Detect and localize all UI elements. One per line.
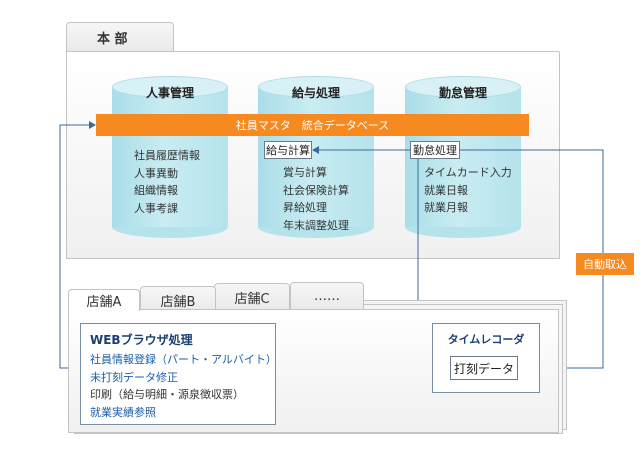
attendance-item-list: タイムカード入力 就業日報 就業月報 — [424, 164, 512, 217]
integrated-db-banner: 社員マスタ 統合データベース — [96, 114, 529, 136]
hq-tab[interactable]: 本 部 — [66, 22, 174, 52]
store-tab-dots-label: …… — [314, 289, 340, 304]
database-title-payroll: 給与処理 — [291, 86, 340, 100]
store-tab-c[interactable]: 店舗C — [214, 283, 290, 311]
web-browser-item-list: 社員情報登録（パート・アルバイト） 未打刻データ修正 印刷（給与明細・源泉徴収票… — [90, 351, 277, 421]
database-title-hr: 人事管理 — [145, 86, 194, 100]
hr-item-list: 社員履歴情報 人事異動 組織情報 人事考課 — [134, 147, 200, 217]
store-tab-a-label: 店舗A — [86, 295, 122, 310]
arrow-to-payroll — [312, 146, 319, 154]
arrow-to-banner — [89, 121, 96, 129]
list-item: タイムカード入力 — [424, 166, 512, 179]
auto-import-badge: 自動取込 — [576, 253, 634, 275]
payroll-calc-label: 給与計算 — [266, 144, 310, 157]
database-cylinder-hr — [112, 76, 228, 238]
list-item: 社会保険計算 — [283, 183, 349, 197]
web-item-missing-punch-fix[interactable]: 未打刻データ修正 — [90, 370, 178, 384]
web-browser-title: WEBブラウザ処理 — [90, 333, 193, 347]
store-tab-c-label: 店舗C — [234, 292, 270, 307]
web-item-print: 印刷（給与明細・源泉徴収票） — [90, 388, 244, 401]
punch-data-label: 打刻データ — [453, 361, 514, 376]
list-item: 人事異動 — [134, 166, 178, 180]
punch-data-box: 打刻データ — [450, 356, 518, 380]
list-item: 就業月報 — [424, 201, 468, 214]
database-cylinder-payroll — [258, 76, 374, 238]
list-item: 社員履歴情報 — [134, 149, 200, 162]
list-item: 組織情報 — [134, 184, 178, 197]
web-browser-box — [80, 323, 276, 425]
payroll-calc-box: 給与計算 — [264, 141, 312, 159]
web-item-employee-registration[interactable]: 社員情報登録（パート・アルバイト） — [90, 353, 277, 366]
database-title-attendance: 勤怠管理 — [438, 86, 487, 100]
list-item: 賞与計算 — [283, 166, 327, 179]
store-tab-a[interactable]: 店舗A — [68, 289, 140, 311]
list-item: 人事考課 — [134, 201, 178, 215]
store-tab-dots[interactable]: …… — [290, 282, 364, 310]
attendance-process-label: 勤怠処理 — [413, 144, 457, 157]
store-tab-b-label: 店舗B — [160, 295, 196, 310]
list-item: 年末調整処理 — [283, 218, 349, 232]
list-item: 昇給処理 — [283, 201, 327, 214]
time-recorder-title: タイムレコーダ — [447, 333, 525, 346]
auto-import-label: 自動取込 — [583, 258, 627, 271]
integrated-db-banner-label: 社員マスタ 統合データベース — [235, 119, 390, 132]
payroll-item-list: 賞与計算 社会保険計算 昇給処理 年末調整処理 — [283, 164, 349, 234]
web-item-work-record-view[interactable]: 就業実績参照 — [90, 405, 156, 419]
hq-tab-label: 本 部 — [97, 32, 128, 47]
attendance-process-box: 勤怠処理 — [410, 141, 460, 159]
list-item: 就業日報 — [424, 183, 468, 197]
